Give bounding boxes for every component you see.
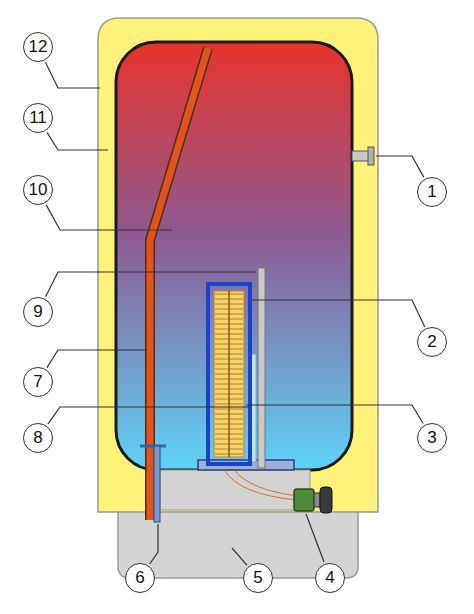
callout-number: 11 [23,103,53,133]
thermostat [294,489,314,511]
callout-number: 5 [243,563,273,593]
callout-number: 6 [125,563,155,593]
callout-number: 12 [23,32,53,62]
fitting [352,151,370,161]
leader-line [150,524,158,564]
leader-line [47,132,108,150]
thermostat-knob [320,487,332,513]
leader-line [252,300,425,327]
leader-lines [45,62,424,565]
leader-line [246,405,423,423]
leader-line [306,514,324,562]
anode-rod [258,268,265,468]
element-sheath [208,284,250,464]
element-core [228,291,230,457]
callout-number: 2 [417,327,447,357]
callout-number: 9 [23,297,53,327]
heating-element [214,291,244,457]
leader-line [232,548,247,565]
leader-line [46,205,172,230]
inlet-diffuser [140,445,166,448]
callout-number: 4 [315,563,345,593]
leader-line [47,350,147,368]
wires [224,470,298,500]
callout-number: 3 [417,423,447,453]
callout-number: 1 [417,177,447,207]
callout-number: 7 [23,367,53,397]
leader-line [45,62,100,88]
leader-line [48,407,250,424]
callout-number: 10 [23,175,53,205]
inlet-pipe [154,446,160,522]
service-cavity [160,470,310,510]
leader-line [46,272,256,297]
callout-number: 8 [23,423,53,453]
fitting-flange [368,147,374,165]
leader-line [376,156,424,177]
thermostat-shaft [314,493,320,507]
outer-casing [98,18,378,512]
